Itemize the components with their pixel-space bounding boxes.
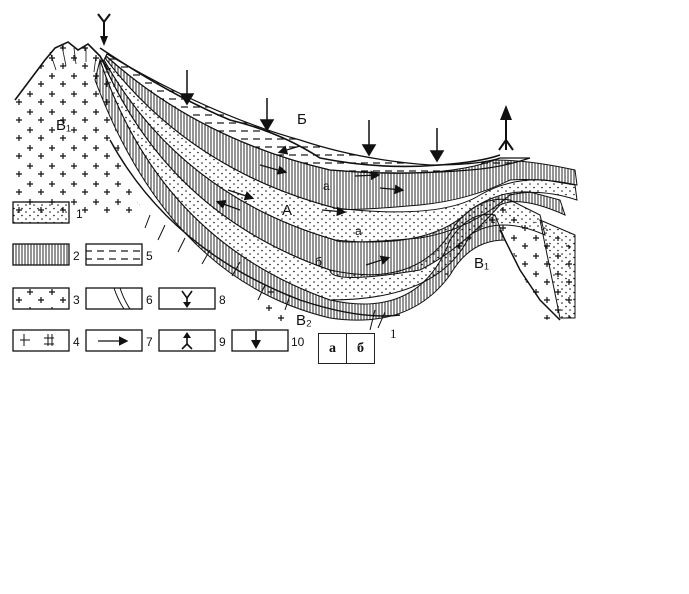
legend: 1 2 5 3 6 8 4 7 9 10 [12,201,305,352]
label-6: б [315,255,322,269]
basement-contact [109,139,401,331]
up-arrow-right [498,105,514,151]
legend-num-2: 2 [73,249,80,263]
legend-num-8: 8 [219,293,226,307]
label-B: Б [297,111,307,128]
legend-num-4: 4 [73,335,80,349]
label-a-lower: а [355,224,362,238]
right-basement [440,205,576,321]
label-A: А [282,202,292,219]
legend-num-1: 1 [76,207,83,221]
table-cell-a: а [318,333,347,364]
page-number: 1 [390,326,397,341]
label-B1-left: В₁ [56,117,71,134]
table-cell-b: б [346,333,375,364]
b2-crosses [266,289,284,321]
left-mountain [14,41,150,215]
infiltration-arrows [179,70,445,163]
syncline-strata [94,47,578,321]
legend-num-9: 9 [219,335,226,349]
label-a-upper: а [323,179,330,193]
legend-num-3: 3 [73,293,80,307]
legend-num-5: 5 [146,249,153,263]
label-B1-right: В₁ [474,255,489,272]
label-B2: В₂ [296,312,312,329]
discharge-arrow-top [97,13,111,46]
legend-num-7: 7 [146,335,153,349]
legend-num-10: 10 [291,335,305,349]
flow-arrows [215,145,405,266]
legend-num-6: 6 [146,293,153,307]
